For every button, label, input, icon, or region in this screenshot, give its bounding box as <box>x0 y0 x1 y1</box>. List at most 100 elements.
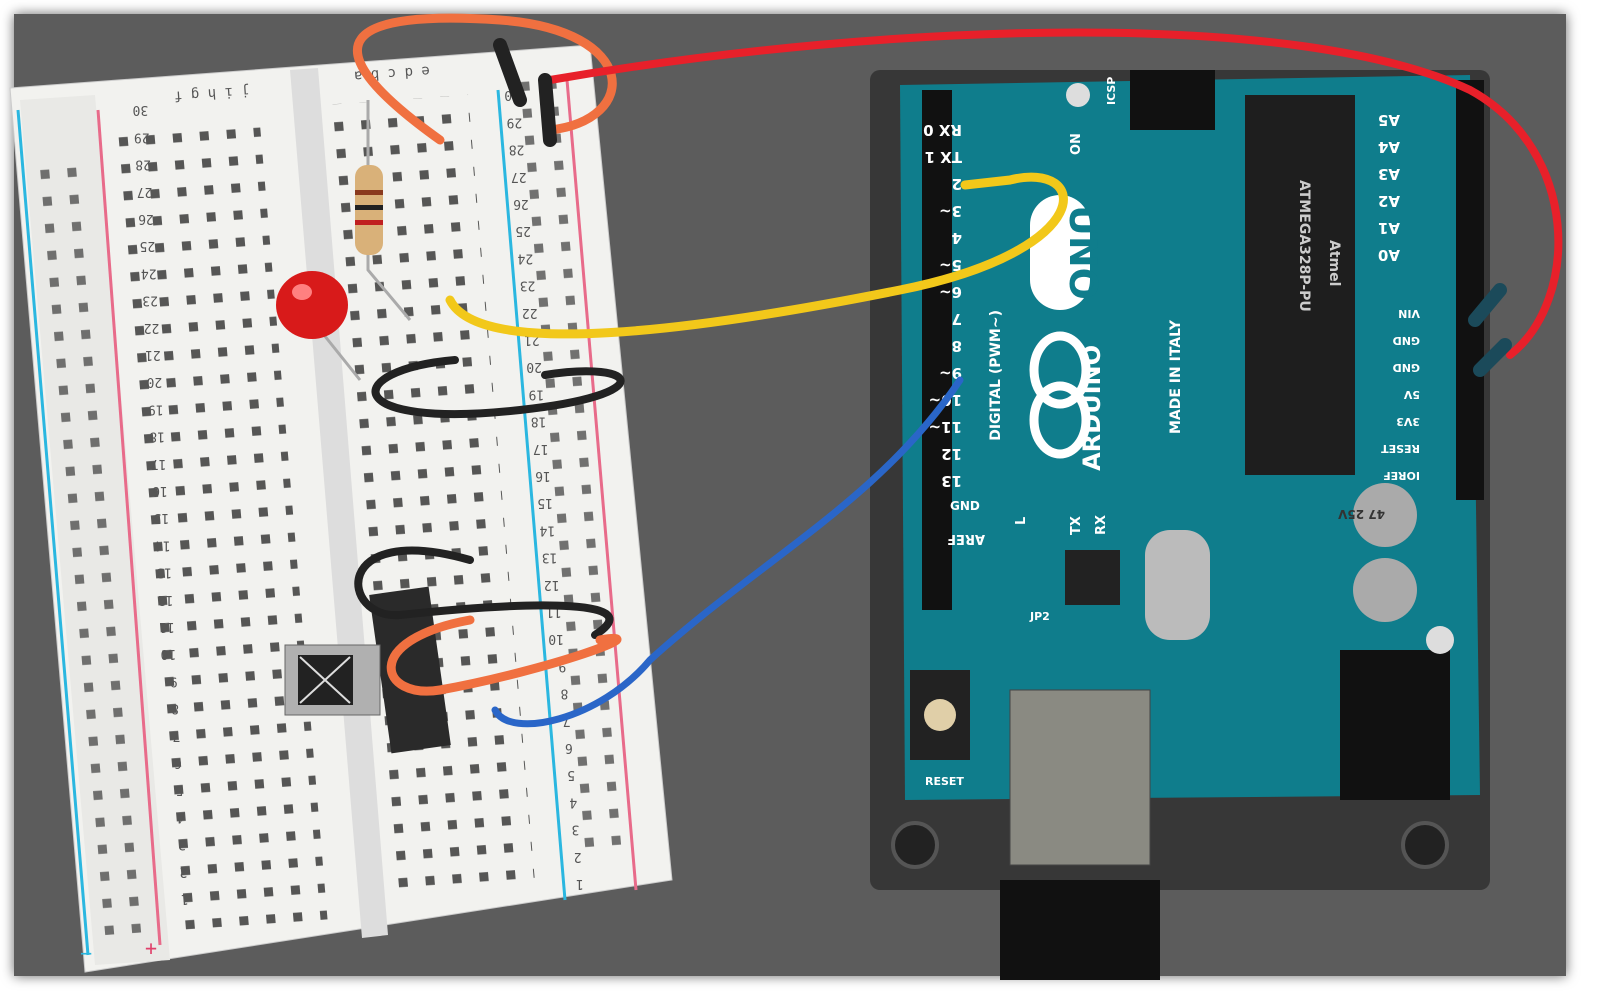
row-number-left: 21 <box>145 347 161 362</box>
analog-pin-label: A5 <box>1378 111 1400 129</box>
digital-pin-label: 2 <box>952 175 962 193</box>
brand-label: ARDUINO <box>1078 345 1106 471</box>
chip-label: ATMEGA328P-PU <box>1296 180 1312 312</box>
row-number-right: 10 <box>548 631 564 646</box>
analog-pin-label: A0 <box>1378 246 1400 264</box>
crystal <box>1145 530 1210 640</box>
wire-orange-lower <box>386 615 622 696</box>
row-number-left: 19 <box>148 401 164 416</box>
analog-pin-label: A3 <box>1378 165 1400 183</box>
row-number-left: 12 <box>158 592 174 607</box>
model-label: UNO <box>1061 205 1105 300</box>
icsp-header <box>1130 70 1215 130</box>
tx-label: TX <box>1069 516 1084 535</box>
row-number-left: 3 <box>178 837 186 852</box>
wire-black-upper <box>371 356 625 419</box>
row-number-right: 9 <box>558 658 566 673</box>
row-number-left: 17 <box>151 456 167 471</box>
row-number-right: 14 <box>539 522 555 537</box>
row-number-left: 18 <box>149 429 165 444</box>
row-number-left: 4 <box>177 809 185 824</box>
digital-pin-label: 4 <box>952 229 962 247</box>
row-number-left: 6 <box>174 755 182 770</box>
wire-red <box>546 28 1563 359</box>
l-led-label: L <box>1014 517 1029 525</box>
wire-yellow <box>445 172 1068 339</box>
wire-orange-top <box>352 13 617 145</box>
digital-pin-label: TX 1 <box>925 148 962 166</box>
row-number-left: 2 <box>180 864 188 879</box>
wire-blue <box>491 376 964 728</box>
row-number-left: 20 <box>147 374 163 389</box>
row-number-left: 28 <box>135 157 151 172</box>
digital-pin-label: 7 <box>952 310 962 328</box>
digital-pin-label: 5~ <box>939 256 962 274</box>
row-number-right: 3 <box>572 822 580 837</box>
row-number-right: 24 <box>517 250 533 265</box>
digital-pin-label: 9~ <box>939 364 962 382</box>
chip-brand: Atmel <box>1326 240 1342 286</box>
row-number-right: 1 <box>576 876 584 891</box>
digital-label: DIGITAL (PWM~) <box>988 310 1004 441</box>
aref-label: AREF <box>947 531 985 546</box>
digital-pin-label: 12 <box>941 445 962 463</box>
row-number-left: 13 <box>156 565 172 580</box>
power-jack <box>1340 650 1450 800</box>
row-number-left: 16 <box>152 483 168 498</box>
on-led-label: ON <box>1069 133 1084 155</box>
rail-red-line <box>96 109 162 946</box>
wire-black-lower <box>354 546 614 639</box>
atmega-chip <box>1245 95 1355 475</box>
row-number-right: 27 <box>511 169 527 184</box>
row-number-left: 25 <box>140 238 156 253</box>
capacitor-label: 47 25V <box>1337 507 1385 521</box>
row-number-left: 11 <box>159 619 175 634</box>
row-number-left: 15 <box>154 510 170 525</box>
analog-pin-label: A2 <box>1378 192 1400 210</box>
usb-chip <box>1065 550 1120 605</box>
row-number-right: 16 <box>535 468 551 483</box>
capacitor <box>1353 483 1417 547</box>
row-number-left: 10 <box>161 646 177 661</box>
row-number-right: 5 <box>567 767 575 782</box>
row-number-left: 8 <box>171 701 179 716</box>
row-number-right: 19 <box>529 386 545 401</box>
row-number-right: 26 <box>513 196 529 211</box>
row-number-left: 22 <box>144 320 160 335</box>
digital-header <box>922 90 952 610</box>
row-number-left: 9 <box>170 673 178 688</box>
rail-blue-line <box>16 109 90 956</box>
row-number-right: 22 <box>522 305 538 320</box>
digital-pin-label: 6~ <box>939 283 962 301</box>
power-pin-label: VIN <box>1398 307 1420 320</box>
jp2-label: JP2 <box>1029 610 1050 623</box>
row-number-right: 4 <box>569 794 577 809</box>
row-number-right: 28 <box>509 142 525 157</box>
row-number-right: 2 <box>574 849 582 864</box>
usb-cable <box>1000 880 1160 980</box>
power-pin-label: RESET <box>1381 442 1420 455</box>
row-number-left: 1 <box>181 891 189 906</box>
resistor <box>355 100 412 321</box>
column-letters-left: j i h g f <box>173 83 250 104</box>
rail-minus-label: − <box>80 941 92 965</box>
row-number-right: 8 <box>561 686 569 701</box>
digital-pin-label: 8 <box>952 337 962 355</box>
digital-pin-label: 11~ <box>929 418 962 436</box>
usb-port[interactable] <box>1009 689 1151 866</box>
row-number-left: 27 <box>137 184 153 199</box>
row-number-left: 26 <box>138 211 154 226</box>
row-number-right: 23 <box>520 278 536 293</box>
row-number-right: 13 <box>542 550 558 565</box>
row-number-right: 17 <box>533 441 549 456</box>
power-pin-label: IOREF <box>1383 469 1420 482</box>
row-number-left: 24 <box>141 265 157 280</box>
rail-plus-label: + <box>145 936 157 960</box>
row-number-right: 6 <box>565 740 573 755</box>
made-in-label: MADE IN ITALY <box>1168 319 1184 434</box>
